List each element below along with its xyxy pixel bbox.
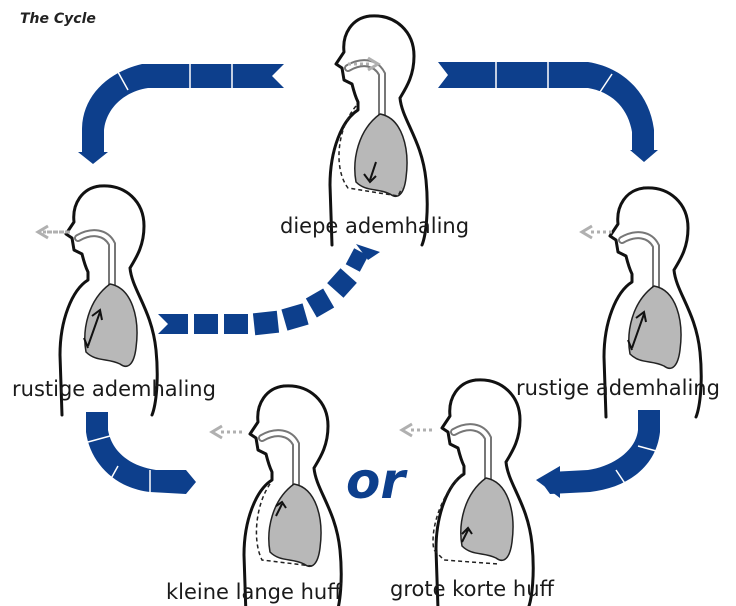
label-big-short-huff: grote korte huff (390, 579, 554, 600)
figure-small-long-huff (212, 386, 341, 606)
cycle-arrow-left-to-top (78, 64, 284, 164)
label-deep-breath: diepe ademhaling (280, 216, 469, 237)
cycle-arrow-right-to-bottom (536, 410, 660, 498)
dashed-arrow-to-deep-breath (158, 244, 380, 335)
label-small-long-huff: kleine lange huff (166, 582, 342, 603)
label-quiet-breath-left: rustige ademhaling (12, 379, 216, 400)
label-quiet-breath-right: rustige ademhaling (516, 378, 720, 399)
or-connector: or (346, 456, 405, 506)
cycle-arrow-top-to-right (438, 62, 658, 162)
cycle-arrow-left-to-bottom (86, 412, 196, 494)
figure-big-short-huff (402, 380, 533, 606)
figure-deep-breath (330, 16, 427, 245)
